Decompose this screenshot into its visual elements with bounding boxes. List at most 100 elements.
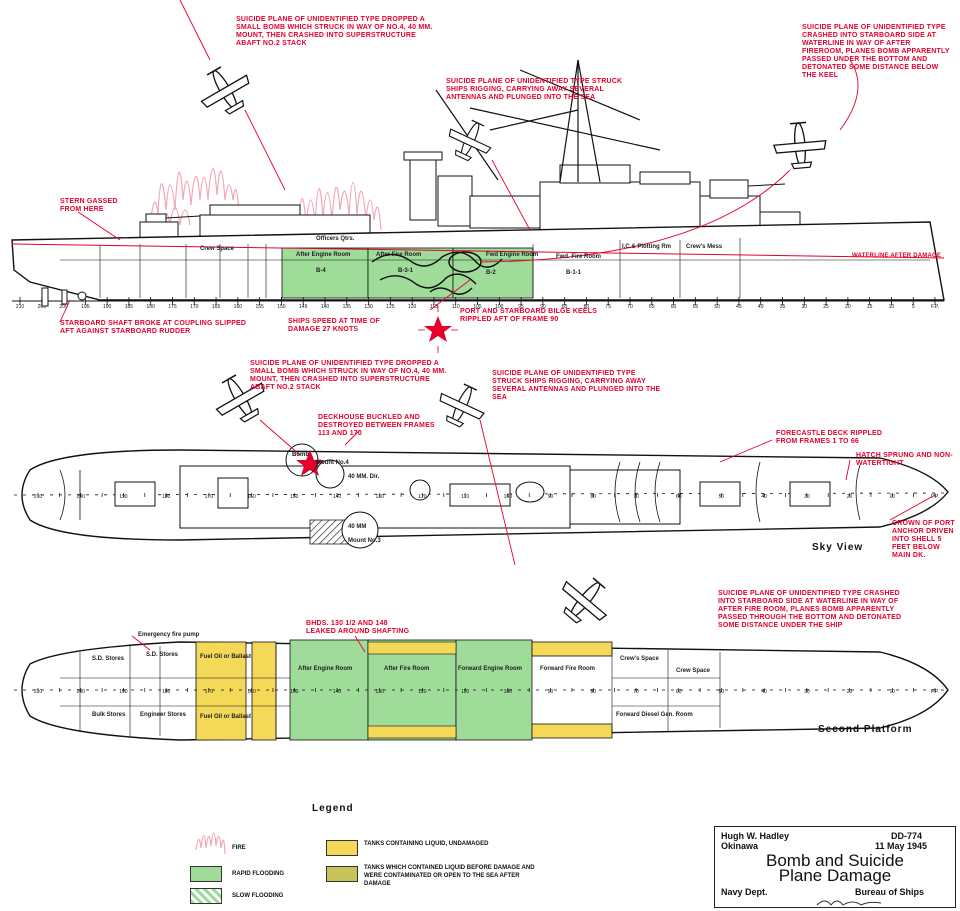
waterline-after-damage [11, 243, 945, 259]
frame-number: 50 [719, 689, 725, 695]
plane-icon [549, 565, 620, 636]
frame-number: 15 [867, 304, 873, 310]
frame-number: 160 [234, 304, 243, 310]
frame-number: 145 [299, 304, 308, 310]
label-emergency-pump: Emergency fire pump [138, 632, 200, 638]
frame-number: 10 [890, 689, 896, 695]
frame-number: 40 [761, 689, 767, 695]
note-platform-plane: Suicide plane of unidentified type crash… [718, 590, 902, 629]
frame-number: 155 [255, 304, 264, 310]
frame-number: 90 [548, 494, 554, 500]
label-fuel-1: Fuel Oil or Ballast [200, 654, 252, 660]
frame-number: F.P. [931, 494, 939, 500]
note-sky-bomb-plane: Suicide plane of unidentified type dropp… [250, 360, 447, 391]
frame-number: 95 [518, 304, 524, 310]
tank-fuel-fwd [251, 641, 277, 741]
frame-number: 130 [376, 494, 385, 500]
frame-number: 50 [719, 494, 725, 500]
frame-number: 200 [59, 304, 68, 310]
frame-number: 180 [162, 689, 171, 695]
frame-number: 200 [77, 494, 86, 500]
frame-number: 80 [584, 304, 590, 310]
frame-number: 105 [473, 304, 482, 310]
frame-number: 170 [190, 304, 199, 310]
frame-number: 195 [81, 304, 90, 310]
legend-rapid-label: Rapid Flooding [232, 871, 284, 877]
label-plat-diesel: Forward Diesel Gen. Room [616, 712, 693, 718]
note-shaft: Starboard shaft broke at coupling slippe… [60, 320, 247, 335]
label-dir: 40 MM. Dir. [348, 474, 380, 480]
label-plat-fwd-engine: Forward Engine Room [458, 666, 523, 672]
legend-fire-swatch [195, 832, 226, 855]
frame-number: 90 [540, 304, 546, 310]
frame-number: 60 [676, 494, 682, 500]
label-fwd-fire: Fwd. Fire Room [556, 254, 601, 260]
note-forecastle: Forecastle deck rippled from frames 1 to… [776, 430, 883, 445]
plane-icon [441, 113, 499, 168]
hull-number: DD-774 [891, 831, 923, 841]
flood-after-engine [281, 247, 369, 299]
frame-number: 205 [38, 304, 47, 310]
frame-number: 100 [495, 304, 504, 310]
label-after-fire: After Fire Room [376, 252, 422, 258]
frame-number: 40 [761, 494, 767, 500]
dept: Navy Dept. [721, 887, 768, 897]
note-speed: Ships speed at time of damage 27 knots [288, 318, 380, 333]
label-mount4: Mount No.4 [316, 460, 349, 466]
bureau: Bureau of Ships [855, 887, 925, 897]
frame-number: 110 [452, 304, 460, 310]
frame-number: 170 [205, 494, 214, 500]
frame-number: 210 [34, 494, 43, 500]
frame-number: 190 [119, 689, 128, 695]
label-fuel-2: Fuel Oil or Ballast [200, 714, 252, 720]
frame-number: 150 [277, 304, 286, 310]
frame-number: 70 [633, 689, 639, 695]
label-plat-after-engine: After Engine Room [298, 666, 353, 672]
label-plat-after-fire: After Fire Room [384, 666, 430, 672]
legend-slow-label: Slow Flooding [232, 893, 284, 899]
note-starboard-plane: Suicide plane of unidentified type crash… [802, 24, 950, 79]
frame-number: 190 [119, 494, 128, 500]
legend-title: Legend [312, 803, 354, 814]
frame-number: 160 [247, 689, 256, 695]
frame-number: 200 [77, 689, 86, 695]
note-stern: Stern gassed from here [60, 198, 118, 213]
title-line-1: Bomb and Suicide [766, 851, 904, 870]
legend-slow-swatch [190, 888, 222, 904]
frame-number: 30 [804, 494, 810, 500]
label-mount3: Mount No.3 [348, 538, 381, 544]
frame-number: 110 [461, 689, 469, 695]
title-line-2: Plane Damage [778, 866, 892, 885]
frame-number: 120 [418, 689, 427, 695]
frame-number: 140 [321, 304, 330, 310]
legend-fire-label: Fire [232, 845, 246, 851]
ship-name: Hugh W. Hadley [721, 831, 790, 841]
note-hatch: Hatch sprung and non-watertight [856, 452, 953, 467]
note-keels: Port and starboard bilge keels rippled a… [460, 308, 598, 323]
frame-number: 180 [147, 304, 156, 310]
frame-number: 175 [168, 304, 177, 310]
frame-number: 25 [823, 304, 829, 310]
legend-tank-undamaged-swatch [326, 840, 358, 856]
note-rigging-plane: Suicide plane of unidentified type struc… [446, 78, 623, 101]
frame-number: 10 [889, 304, 895, 310]
frame-number: 180 [162, 494, 171, 500]
legend-tank-contaminated-swatch [326, 866, 358, 882]
frame-number: 80 [591, 494, 597, 500]
frame-number: 30 [804, 689, 810, 695]
frame-number: 75 [605, 304, 611, 310]
view-title-sky: Sky View [812, 542, 864, 553]
frame-number: F.P. [931, 304, 939, 310]
frame-number: 100 [504, 494, 513, 500]
label-crew-mess: Crew's Mess [686, 244, 723, 250]
date: 11 May 1945 [875, 841, 928, 851]
label-officers: Officers Qtrs. [316, 236, 355, 242]
frame-number: 210 [34, 689, 43, 695]
frame-number: 70 [627, 304, 633, 310]
frame-number: 150 [290, 689, 299, 695]
label-plat-crew-2: Crew Space [676, 668, 711, 674]
